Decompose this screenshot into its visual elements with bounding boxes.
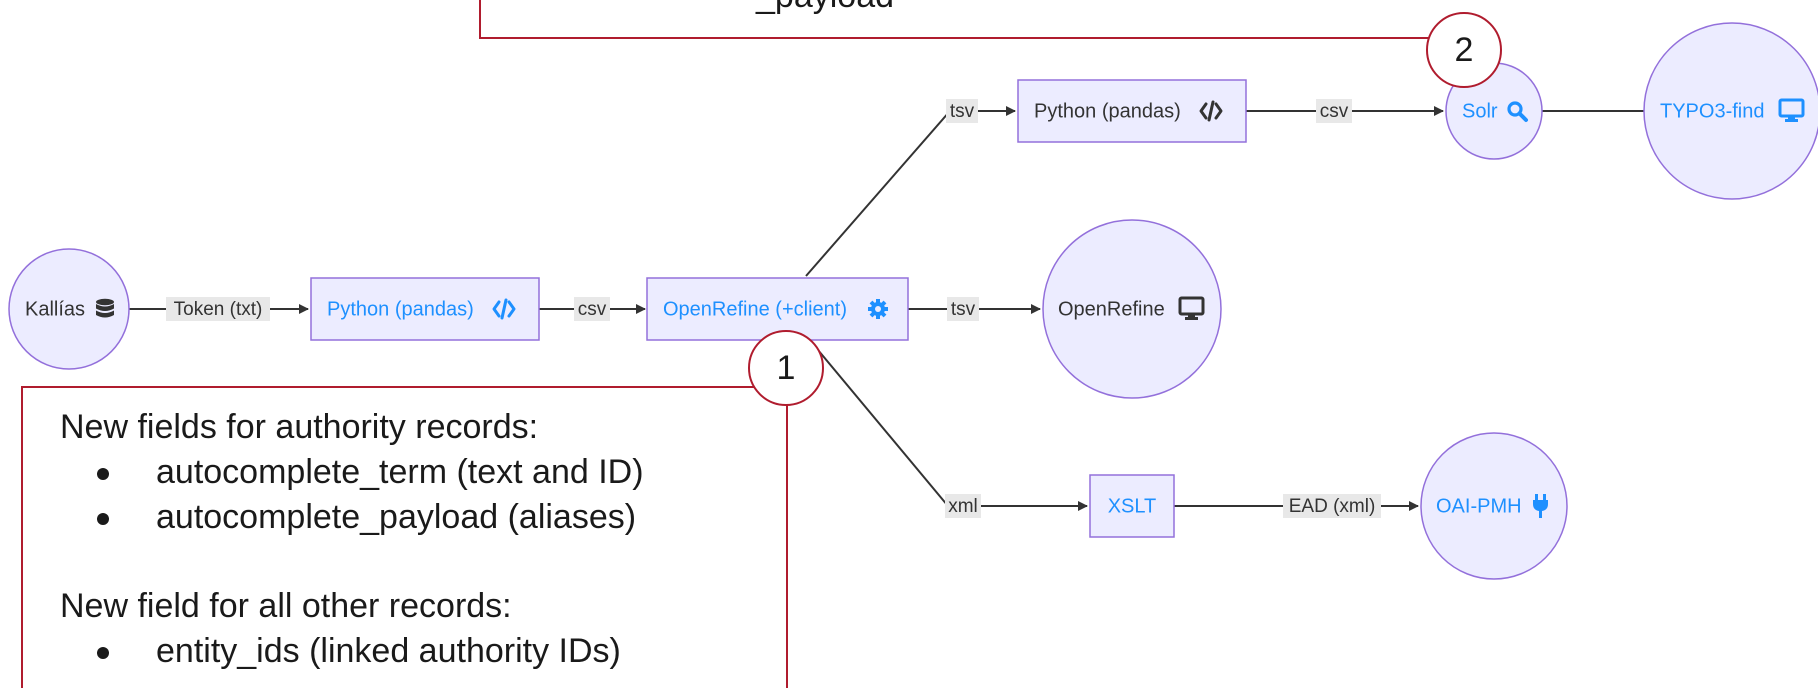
edge-label-bg [574, 297, 610, 321]
node-solr-label: Solr [1462, 100, 1498, 122]
code-icon [1199, 100, 1223, 122]
bullet-icon [97, 513, 109, 525]
database-icon [96, 298, 114, 318]
node-openrefine-label: OpenRefine [1058, 298, 1165, 320]
annotation-top: _payload [479, 0, 1432, 39]
annotation-top-frame [479, 0, 1432, 39]
nodes: Kallías Python (pandas) OpenRefine (+cli… [8, 22, 1818, 580]
desktop-icon [1178, 296, 1205, 320]
node-python-2[interactable]: Python (pandas) [1017, 79, 1247, 143]
callout-1: 1 [748, 330, 824, 406]
node-kallias[interactable]: Kallías [8, 248, 130, 370]
bullet-icon [97, 468, 109, 480]
node-openrefine-client[interactable]: OpenRefine (+client) [646, 277, 909, 341]
node-typo3[interactable]: TYPO3-find [1643, 22, 1818, 200]
annotation-item-1: autocomplete_term (text and ID) [156, 453, 644, 491]
desktop-icon [1778, 98, 1805, 122]
annotation-heading-1: New fields for authority records: [60, 408, 538, 446]
node-oaipmh[interactable]: OAI-PMH [1420, 432, 1568, 580]
annotation-item-2: autocomplete_payload (aliases) [156, 498, 636, 536]
edge-label-ead: EAD (xml) [1289, 496, 1376, 517]
edge-label-bg [946, 99, 978, 123]
annotation-heading-2: New field for all other records: [60, 587, 512, 625]
edge-label-tsv-up: tsv [950, 101, 975, 122]
node-python-2-label: Python (pandas) [1034, 100, 1181, 122]
node-openrefine-client-label: OpenRefine (+client) [663, 298, 847, 320]
edge-label-csv: csv [578, 299, 607, 320]
edge-openrefine-xslt [817, 349, 1088, 511]
callout-1-number: 1 [777, 349, 796, 387]
node-python-1[interactable]: Python (pandas) [310, 277, 540, 341]
code-icon [492, 298, 516, 320]
callout-2: 2 [1426, 12, 1502, 88]
edge-label-tsv: tsv [951, 299, 976, 320]
node-kallias-label: Kallías [25, 298, 85, 320]
callout-2-number: 2 [1455, 31, 1474, 69]
annotation-item-3: entity_ids (linked authority IDs) [156, 632, 621, 670]
edge-label-token: Token (txt) [174, 299, 263, 320]
annotation-main-frame [21, 386, 788, 688]
node-xslt[interactable]: XSLT [1089, 474, 1175, 538]
edge-label-bg [947, 297, 979, 321]
edge-label-bg [945, 494, 981, 518]
edge-openrefine-python2 [805, 106, 1016, 277]
edge-label-csv-2: csv [1320, 101, 1349, 122]
annotation-top-fragment: _payload [755, 0, 894, 15]
edge-label-bg [1283, 494, 1381, 518]
node-oaipmh-label: OAI-PMH [1436, 495, 1522, 517]
node-openrefine[interactable]: OpenRefine [1042, 219, 1222, 399]
search-icon [1507, 101, 1528, 122]
bullet-icon [97, 647, 109, 659]
edges: Token (txt) csv tsv tsv xml csv EAD (xml… [129, 99, 1644, 518]
node-python-1-label: Python (pandas) [327, 298, 474, 320]
node-typo3-label: TYPO3-find [1660, 100, 1764, 122]
gear-icon [868, 299, 888, 319]
node-xslt-label: XSLT [1108, 495, 1157, 517]
edge-label-bg [166, 297, 270, 321]
edge-label-xml: xml [948, 496, 978, 517]
edge-label-bg [1316, 99, 1352, 123]
annotation-main: New fields for authority records: autoco… [21, 386, 788, 688]
plug-icon [1533, 494, 1548, 518]
